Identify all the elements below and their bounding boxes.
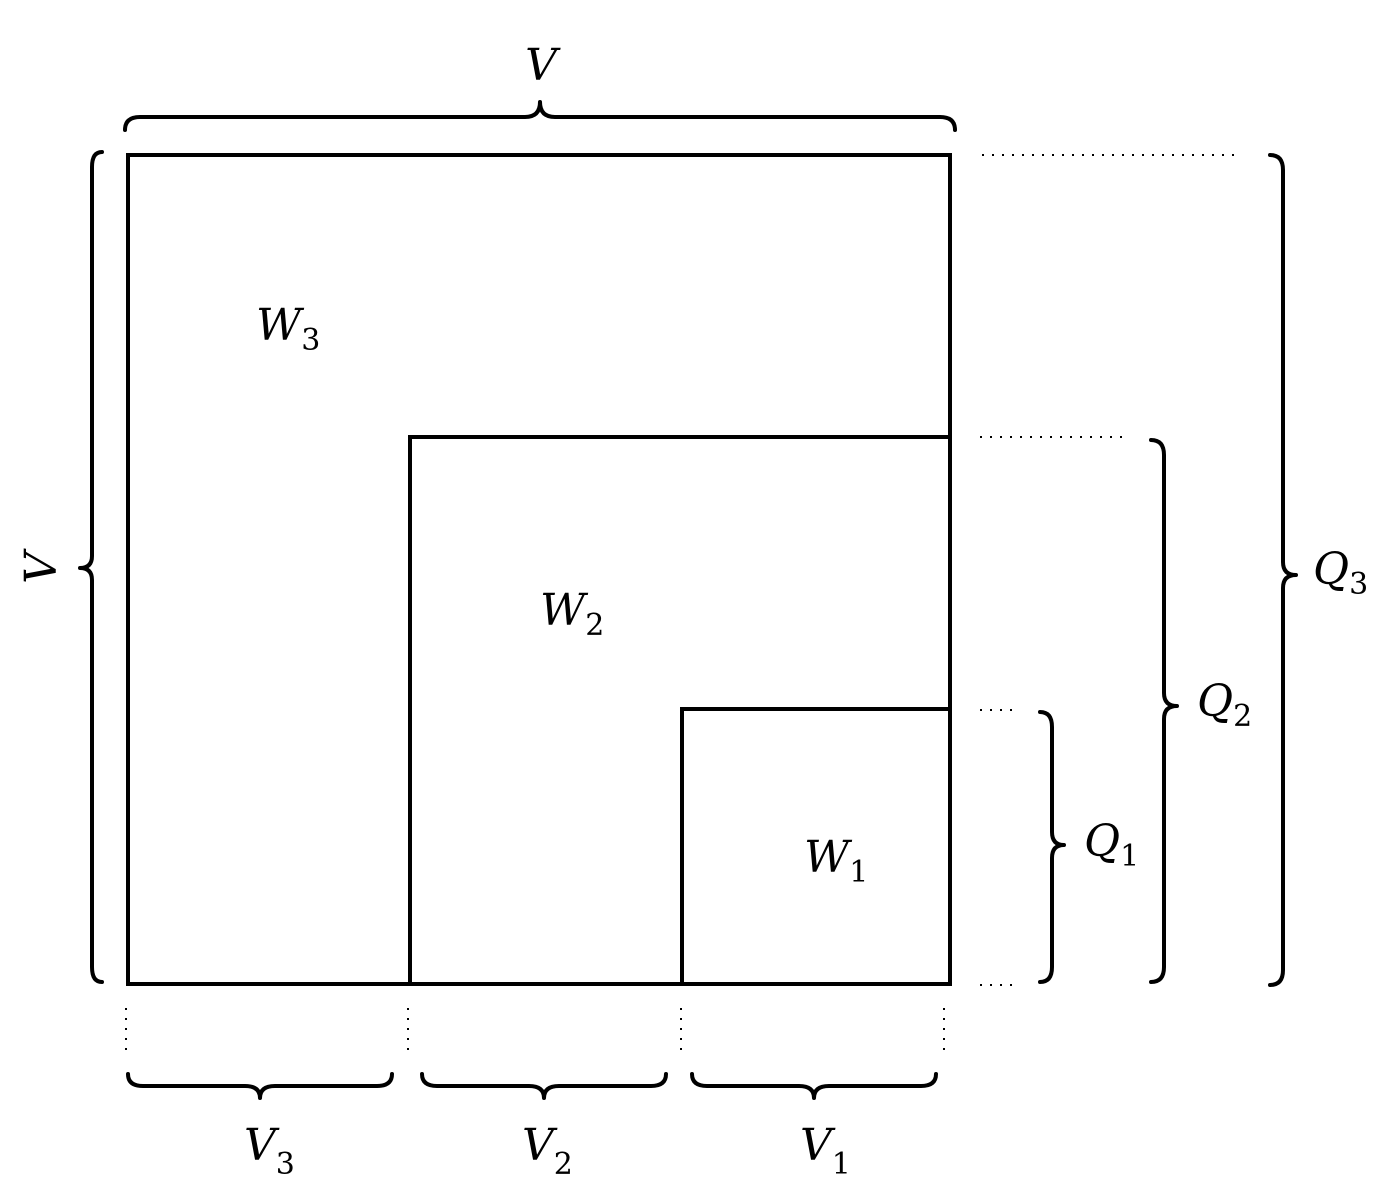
top-brace-label: V — [525, 40, 561, 91]
label-w1: W1 — [804, 832, 868, 890]
bottom-brace-v1 — [690, 1072, 938, 1100]
bottom-brace-v2 — [420, 1072, 668, 1100]
left-brace-label: V — [16, 548, 67, 584]
top-brace — [123, 100, 957, 132]
label-q1: Q1 — [1084, 816, 1139, 874]
label-q2: Q2 — [1197, 676, 1252, 734]
label-w2: W2 — [540, 585, 604, 643]
right-brace-q1 — [1038, 710, 1066, 984]
bottom-brace-v3 — [126, 1072, 394, 1100]
label-v2: V2 — [522, 1120, 573, 1182]
label-v1: V1 — [800, 1120, 851, 1182]
left-brace — [78, 150, 104, 984]
right-brace-q2 — [1149, 438, 1179, 984]
label-w3: W3 — [256, 300, 320, 358]
right-brace-q3 — [1268, 153, 1298, 987]
label-v3: V3 — [244, 1120, 295, 1182]
inner-square-w1 — [680, 707, 952, 986]
label-q3: Q3 — [1313, 544, 1368, 602]
